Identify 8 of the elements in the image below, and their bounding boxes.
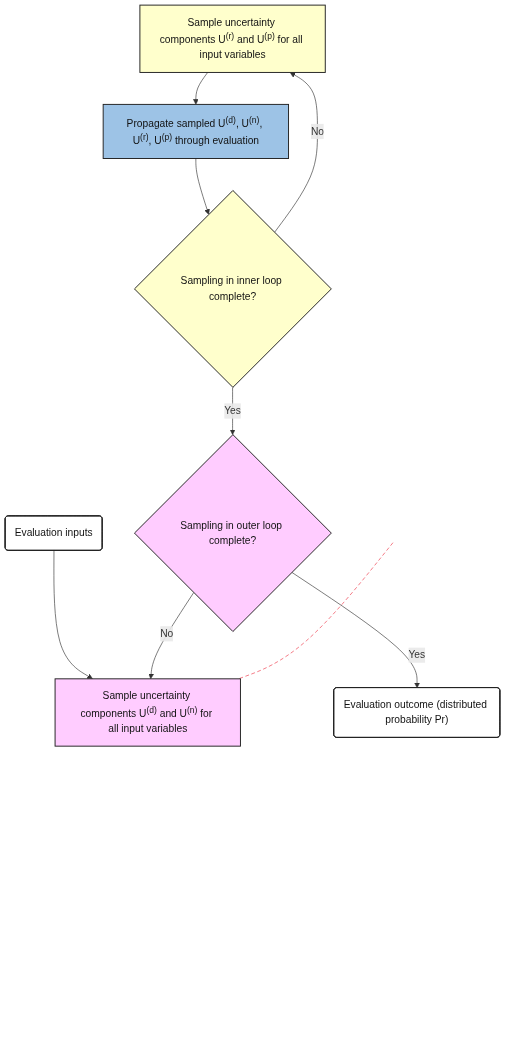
node-diamond: Sampling in inner loop complete? — [134, 190, 332, 388]
node-box: Propagate sampled U$^{(d)}$, U$^{(n)}$, U$^{(r)}$, U$^{(p)}$ through evaluation — [102, 103, 290, 159]
edge-label: Yes — [224, 405, 241, 417]
node-box: Sample uncertainty components U$^{(r)}$ and U$^{(p)}$ for all input variables — [139, 4, 326, 73]
edge-label: Yes — [408, 649, 426, 661]
edge-label: No — [310, 125, 324, 137]
edge-label: No — [160, 628, 174, 639]
node-box: Sample uncertainty components U$^{(d)}$ and U$^{(n)}$ for all input variables — [54, 678, 241, 747]
